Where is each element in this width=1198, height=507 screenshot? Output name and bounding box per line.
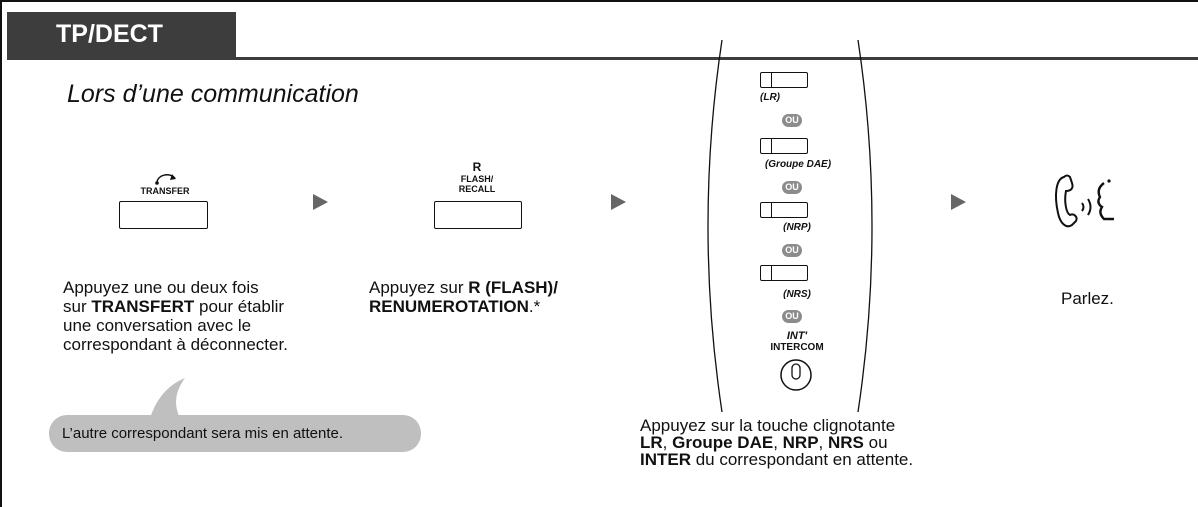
- step2-bold1: R (FLASH)/: [468, 278, 558, 297]
- nrs-bold: NRS: [828, 433, 864, 452]
- intercom-button-icon[interactable]: [778, 357, 814, 393]
- step2-line1: Appuyez sur R (FLASH)/: [369, 278, 629, 297]
- step3-description: Appuyez sur la touche clignotante LR, Gr…: [640, 417, 1040, 468]
- step2-suffix: .*: [528, 297, 541, 316]
- lr-label: (LR): [760, 92, 780, 103]
- flash-recall-button[interactable]: [434, 201, 522, 229]
- step1-line2-bold: TRANSFERT: [91, 297, 195, 316]
- ou-badge: OU: [782, 244, 802, 257]
- triangle-right-icon: [313, 194, 328, 210]
- step1-line1: Appuyez une ou deux fois: [63, 278, 259, 297]
- step1-line2-suffix: pour établir: [194, 297, 285, 316]
- sep: ,: [773, 433, 783, 452]
- nrs-key[interactable]: [760, 265, 808, 281]
- bubble-tail: [150, 378, 185, 418]
- step2-prefix: Appuyez sur: [369, 278, 469, 297]
- step1-description: Appuyez une ou deux fois sur TRANSFERT p…: [63, 278, 353, 354]
- triangle-right-icon: [611, 194, 626, 210]
- frame-left-border: [0, 0, 2, 507]
- groupe-dae-key[interactable]: [760, 138, 808, 154]
- step2-bold2: RENUMEROTATION: [369, 297, 529, 316]
- hold-note-text: L’autre correspondant sera mis en attent…: [62, 425, 344, 442]
- transfer-button[interactable]: [119, 201, 208, 229]
- nrp-key[interactable]: [760, 202, 808, 218]
- talk-label: Parlez.: [1061, 289, 1114, 308]
- sep: ,: [818, 433, 828, 452]
- lr-key[interactable]: [760, 72, 808, 88]
- step3-line3: INTER du correspondant en attente.: [640, 451, 1040, 468]
- step1-line2: sur TRANSFERT pour établir: [63, 297, 353, 316]
- frame-top-border: [0, 0, 1198, 2]
- int-label: INT': [786, 330, 808, 342]
- sep: ,: [662, 433, 673, 452]
- triangle-right-icon: [951, 194, 966, 210]
- lr-bold: LR: [640, 433, 663, 452]
- section-rule: [7, 57, 1198, 60]
- nrp-bold: NRP: [782, 433, 819, 452]
- step3-line2: LR, Groupe DAE, NRP, NRS ou: [640, 434, 1040, 451]
- handset-talk-icon: [1055, 174, 1114, 228]
- step1-line3: une conversation avec le: [63, 316, 252, 335]
- ou-badge: OU: [782, 310, 802, 323]
- recall-key-line2: RECALL: [458, 184, 496, 194]
- ou-badge: OU: [782, 181, 802, 194]
- page-subtitle: Lors d’une communication: [67, 80, 359, 108]
- inter-bold: INTER: [640, 450, 691, 469]
- step3-line3-rest: du correspondant en attente.: [691, 450, 914, 469]
- nrp-label: (NRP): [783, 222, 811, 233]
- step2-description: Appuyez sur R (FLASH)/ RENUMEROTATION.*: [369, 278, 629, 316]
- section-tab-label: TP/DECT: [56, 20, 163, 48]
- recall-key-line1: FLASH/: [460, 174, 494, 184]
- step3-line1: Appuyez sur la touche clignotante: [640, 416, 896, 435]
- hold-note-bubble: L’autre correspondant sera mis en attent…: [49, 415, 421, 452]
- groupe-dae-label: (Groupe DAE): [764, 159, 832, 170]
- ou-badge: OU: [782, 114, 802, 127]
- options-brackets: [707, 39, 873, 413]
- intercom-label: INTERCOM: [770, 342, 824, 353]
- section-tab: TP/DECT: [7, 12, 236, 58]
- transfer-key-label: TRANSFER: [140, 186, 190, 196]
- ou-text: ou: [863, 433, 888, 452]
- step1-line2-prefix: sur: [63, 297, 92, 316]
- recall-key-r: R: [472, 160, 482, 174]
- transfer-arrow-icon: [155, 174, 176, 185]
- step2-line2: RENUMEROTATION.*: [369, 297, 629, 316]
- step1-line4: correspondant à déconnecter.: [63, 335, 288, 354]
- nrs-label: (NRS): [783, 289, 811, 300]
- groupe-dae-bold: Groupe DAE: [672, 433, 774, 452]
